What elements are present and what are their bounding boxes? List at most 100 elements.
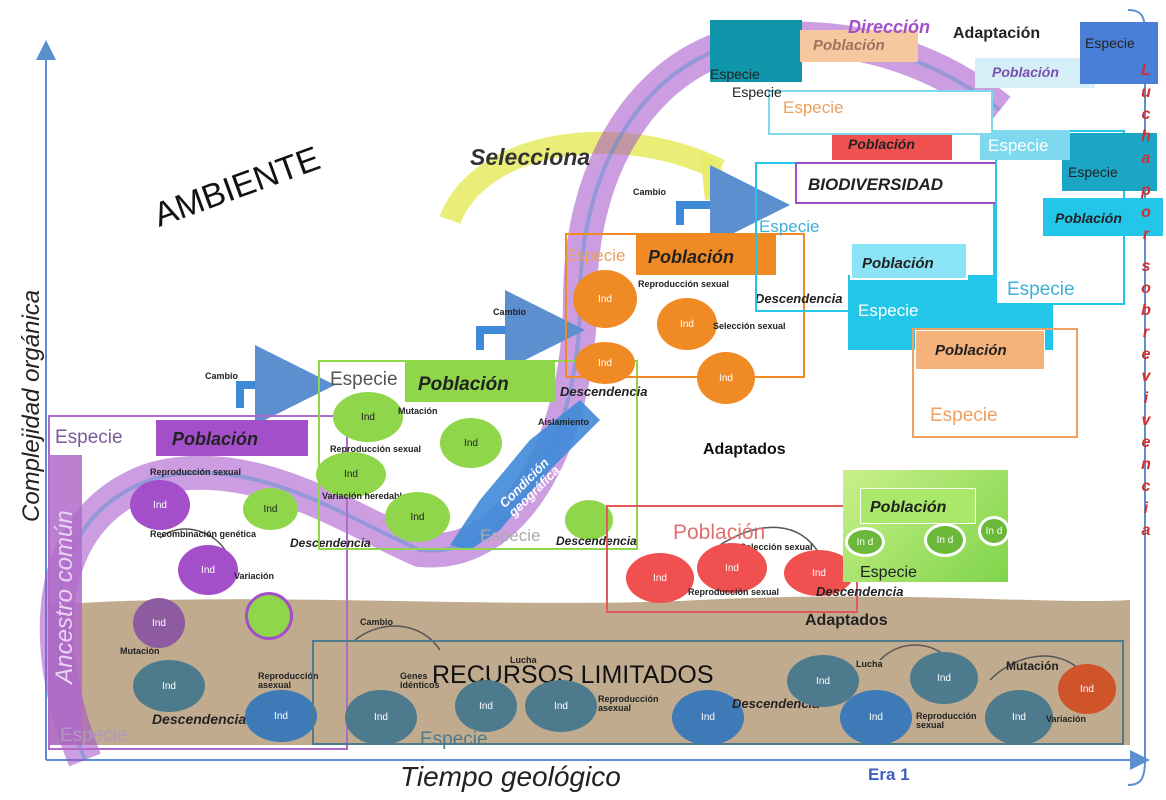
repro-asexual-2: Reproducción asexual [598,694,659,713]
ind-purple-4: Ind [133,598,185,648]
especie-top-teal: Especie [710,66,760,82]
repro-sexual-left: Reproducción sexual [150,467,242,477]
repro-asexual-left: Reproducción asexual [258,671,319,690]
ind-teal-left-1: Ind [133,660,205,712]
lucha-letter: h [1141,128,1151,145]
poblacion-box-top-2 [975,58,1095,88]
era-label: Era 1 [868,765,910,784]
lucha-letter: a [1141,150,1151,167]
poblacion-box-lightgreen [860,488,976,524]
poblacion-label-orange-right: Población [935,342,1007,359]
especie-top-right-1: Especie [1007,279,1075,300]
recursos-box [312,640,1124,745]
especie-orange: Especie [565,246,626,265]
variacion-heredable: Variación heredable [322,491,408,501]
ind-purple-3: Ind [178,545,238,595]
lucha-letter: n [1141,456,1151,473]
ind-teal-7: Ind [910,652,978,704]
poblacion-box-top-right-1 [1043,198,1163,236]
descendencia-bottom: Descendencia [732,696,820,711]
lucha-1: Lucha [510,655,537,665]
x-axis-label: Tiempo geológico [400,761,621,792]
repro-sexual-bottom: Reproducción sexual [916,711,977,730]
right-bracket [1127,9,1146,786]
repro-sexual-orange: Reproducción sexual [638,279,730,289]
poblacion-label-green: Población [418,374,509,395]
ind-lg-2: In d [924,523,966,557]
lucha-letter: e [1141,434,1151,451]
especie-top-teal-2: Especie [732,84,782,100]
especie-label-left: Especie [55,427,123,448]
especie-bottom: Especie [420,729,488,750]
ind-lg-3: In d [978,516,1010,546]
lucha-letter: i [1143,500,1149,517]
direccion-label: Dirección [848,17,931,37]
descendencia-red: Descendencia [816,584,904,599]
lucha-letter: o [1141,280,1151,297]
poblacion-label-top-right-1: Población [1055,210,1122,226]
mutacion-green: Mutación [398,406,438,416]
lucha-letter: i [1143,390,1149,407]
biodiversidad-label: BIODIVERSIDAD [808,175,944,194]
cambio-2: Cambio [493,307,527,317]
especie-orange-right: Especie [930,405,998,426]
ind-red-1: Ind [626,553,694,603]
ind-purple-2: Ind [243,488,298,530]
repro-sexual-green: Reproducción sexual [330,444,422,454]
descendencia-green: Descendencia [556,534,637,548]
aislamiento-label: Aislamiento [538,417,590,427]
lucha-letter: c [1141,478,1151,495]
adaptados-2: Adaptados [805,612,888,629]
especie-cyan-2: Especie [858,301,919,320]
especie-lightgreen: Especie [860,564,917,581]
descendencia-left: Descendencia [290,536,371,550]
especie-cyan: Especie [759,217,820,236]
poblacion-box-orange [636,235,776,275]
lucha-letter: e [1141,346,1151,363]
especie-box-top-right-3 [980,130,1070,160]
lucha-letter: u [1141,84,1151,101]
seleccion-sexual-orange: Selección sexual [713,321,786,331]
ind-teal-8: Ind [985,690,1053,745]
poblacion-box-green [405,360,555,402]
ind-orange-1: Ind [573,270,637,328]
poblacion-box-cyan [850,242,968,280]
especie-top-1: Especie [783,98,844,117]
ind-teal-4: Ind [672,690,744,745]
ind-green-5: Ind [385,492,450,542]
cambio-3: Cambio [633,187,667,197]
mutacion-bottom: Mutación [1006,659,1059,673]
descendencia-bottom-left: Descendencia [152,711,247,727]
lucha-letter: p [1141,182,1151,199]
ind-red-3: Ind [784,550,854,596]
poblacion-label-red: Población [673,521,766,544]
especie-bottom-left: Especie [60,725,128,746]
ind-lg-1: In d [845,527,885,557]
repro-sexual-red: Reproducción sexual [688,587,780,597]
lucha-letter: s [1141,258,1151,275]
ind-purple-1: Ind [130,480,190,530]
poblacion-box-top-1 [800,30,918,62]
poblacion-label-left: Población [172,429,259,449]
genes-identicos: Genes idénticos [400,671,440,690]
poblacion-label-orange: Población [648,247,735,267]
adaptacion-label: Adaptación [953,25,1041,42]
ind-red-bottom: Ind [1058,664,1116,714]
ind-teal-6: Ind [840,690,912,745]
ind-orange-2: Ind [657,298,717,350]
purple-group-border [48,415,348,750]
ind-green-1: Ind [333,392,403,442]
especie-top-corner: Especie [1085,35,1135,51]
poblacion-label-top-1: Población [813,37,885,54]
especie-top-right-3: Especie [988,136,1049,155]
ancestro-box [48,455,82,745]
cambio-1: Cambio [205,371,239,381]
adaptados-1: Adaptados [703,441,786,458]
ind-green-6 [565,500,613,540]
poblacion-label-red-top: Población [848,136,915,152]
lucha-letter: o [1141,204,1151,221]
lucha-2: Lucha [856,659,883,669]
ind-orange-3: Ind [575,342,635,384]
descendencia-orange: Descendencia [560,384,648,399]
